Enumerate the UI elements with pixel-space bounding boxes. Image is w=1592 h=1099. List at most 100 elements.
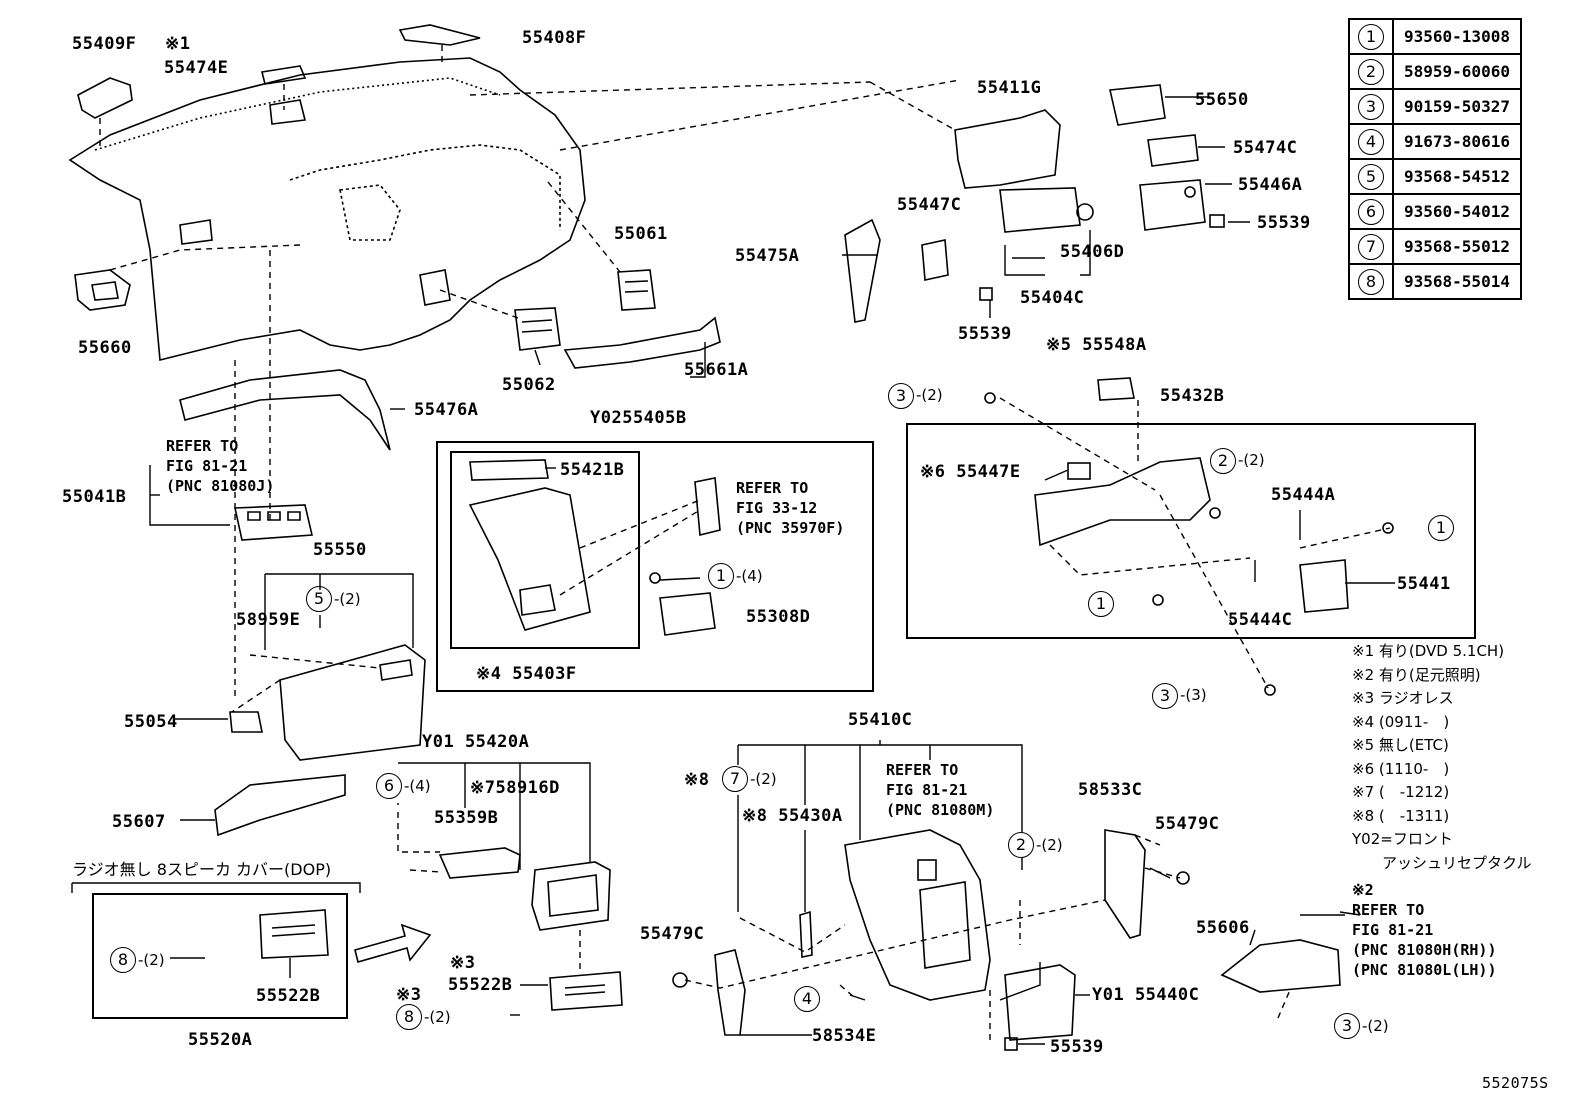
callout-3[interactable]: 3 (888, 383, 914, 409)
callout-8-a[interactable]: 8 (110, 947, 136, 973)
part-55539a-shape (1209, 214, 1225, 228)
label-55522B[interactable]: 55522B (448, 975, 513, 995)
label-55404C[interactable]: 55404C (1020, 288, 1085, 308)
label-55041B[interactable]: 55041B (62, 487, 127, 507)
legend-number: 4 (1348, 123, 1394, 160)
reference-81080J[interactable]: REFER TO FIG 81-21 (PNC 81080J) (166, 437, 275, 495)
legend-number: 6 (1348, 193, 1394, 230)
label-55062[interactable]: 55062 (502, 375, 556, 395)
label-55550[interactable]: 55550 (313, 540, 367, 560)
callout-7[interactable]: 7 (722, 766, 748, 792)
part-55550-shape (279, 644, 426, 761)
legend-circle: 7 (1358, 233, 1384, 260)
callout-1-b[interactable]: 1 (1088, 591, 1114, 617)
label-55520A[interactable]: 55520A (188, 1030, 253, 1050)
label-55539-a[interactable]: 55539 (1257, 213, 1311, 233)
group-box-55432B (906, 423, 1476, 639)
reference-81080M[interactable]: REFER TO FIG 81-21 (PNC 81080M) (886, 761, 995, 819)
legend-row[interactable]: 4 91673-80616 (1348, 123, 1522, 160)
label-55061[interactable]: 55061 (614, 224, 668, 244)
callout-8-b[interactable]: 8 (396, 1004, 422, 1030)
callout-1-c[interactable]: 1 (708, 563, 734, 589)
part-55474E-shape (261, 65, 307, 85)
group-box-55520A (92, 893, 348, 1019)
legend-circle: 4 (1358, 128, 1384, 155)
callout-5[interactable]: 5 (306, 586, 332, 612)
qty-2-b: -(2) (1036, 836, 1063, 854)
part-55062-shape (514, 307, 561, 351)
label-55444C[interactable]: 55444C (1228, 610, 1293, 630)
label-55539-b[interactable]: 55539 (958, 324, 1012, 344)
legend-number: 1 (1348, 18, 1394, 55)
callout-3-b[interactable]: 3 (1152, 683, 1178, 709)
label-55474E[interactable]: 55474E (164, 58, 229, 78)
label-55408F[interactable]: 55408F (522, 28, 587, 48)
label-55409F[interactable]: 55409F (72, 34, 137, 54)
label-58959E[interactable]: 58959E (236, 610, 301, 630)
callout-4[interactable]: 4 (794, 986, 820, 1012)
label-58916D[interactable]: ※758916D (470, 778, 560, 798)
label-55479C-left[interactable]: 55479C (640, 924, 705, 944)
label-55447E[interactable]: ※6 55447E (920, 462, 1021, 482)
label-55410C[interactable]: 55410C (848, 710, 913, 730)
label-55607[interactable]: 55607 (112, 812, 166, 832)
legend-number: 3 (1348, 88, 1394, 125)
callout-2[interactable]: 2 (1210, 448, 1236, 474)
legend-number: 8 (1348, 263, 1394, 300)
label-55054[interactable]: 55054 (124, 712, 178, 732)
label-55476A[interactable]: 55476A (414, 400, 479, 420)
label-58534E[interactable]: 58534E (812, 1026, 877, 1046)
qty-3-a: -(2) (916, 386, 943, 404)
label-55432B[interactable]: 55432B (1160, 386, 1225, 406)
label-55661A[interactable]: 55661A (684, 360, 749, 380)
part-55432B-shape (1034, 457, 1211, 547)
reference-81080H-L[interactable]: ※2 REFER TO FIG 81-21 (PNC 81080H(RH)) (… (1352, 881, 1497, 979)
label-55447C[interactable]: 55447C (897, 195, 962, 215)
label-55522B-box[interactable]: 55522B (256, 986, 321, 1006)
label-55421B[interactable]: 55421B (560, 460, 625, 480)
label-55411G[interactable]: 55411G (977, 78, 1042, 98)
label-55539-c[interactable]: 55539 (1050, 1037, 1104, 1057)
part-55650-shape (1109, 84, 1166, 126)
part-58916D-shape (531, 861, 611, 931)
legend-number: 7 (1348, 228, 1394, 265)
reference-35970F[interactable]: REFER TO FIG 33-12 (PNC 35970F) (736, 479, 845, 537)
qty-7: -(2) (750, 770, 777, 788)
label-55403F[interactable]: ※4 55403F (476, 664, 577, 684)
label-55441[interactable]: 55441 (1397, 574, 1451, 594)
label-55660[interactable]: 55660 (78, 338, 132, 358)
callout-3-c[interactable]: 3 (1334, 1013, 1360, 1039)
legend-part-number: 91673-80616 (1392, 123, 1522, 160)
label-55446A[interactable]: 55446A (1238, 175, 1303, 195)
label-55606[interactable]: 55606 (1196, 918, 1250, 938)
label-55430A[interactable]: ※8 55430A (742, 806, 843, 826)
label-55474C[interactable]: 55474C (1233, 138, 1298, 158)
label-55359B[interactable]: 55359B (434, 808, 499, 828)
label-55308D[interactable]: 55308D (746, 607, 811, 627)
label-55650[interactable]: 55650 (1195, 90, 1249, 110)
instrument-panel-shape (68, 57, 586, 362)
label-55406D[interactable]: 55406D (1060, 242, 1125, 262)
label-55420A[interactable]: Y01 55420A (422, 732, 530, 752)
label-58533C[interactable]: 58533C (1078, 780, 1143, 800)
label-55479C-right[interactable]: 55479C (1155, 814, 1220, 834)
footnote-item: ※3 ラジオレス (1352, 689, 1454, 707)
callout-2-b[interactable]: 2 (1008, 832, 1034, 858)
callout-6[interactable]: 6 (376, 773, 402, 799)
label-55440C[interactable]: Y01 55440C (1092, 985, 1200, 1005)
part-55548A-shape (1097, 377, 1135, 401)
part-58533C-shape (1104, 829, 1146, 939)
label-55444A[interactable]: 55444A (1271, 485, 1336, 505)
label-55548A[interactable]: ※5 55548A (1046, 335, 1147, 355)
label-55405B[interactable]: Y0255405B (590, 408, 687, 428)
label-55475A[interactable]: 55475A (735, 246, 800, 266)
callout-1-a[interactable]: 1 (1428, 515, 1454, 541)
